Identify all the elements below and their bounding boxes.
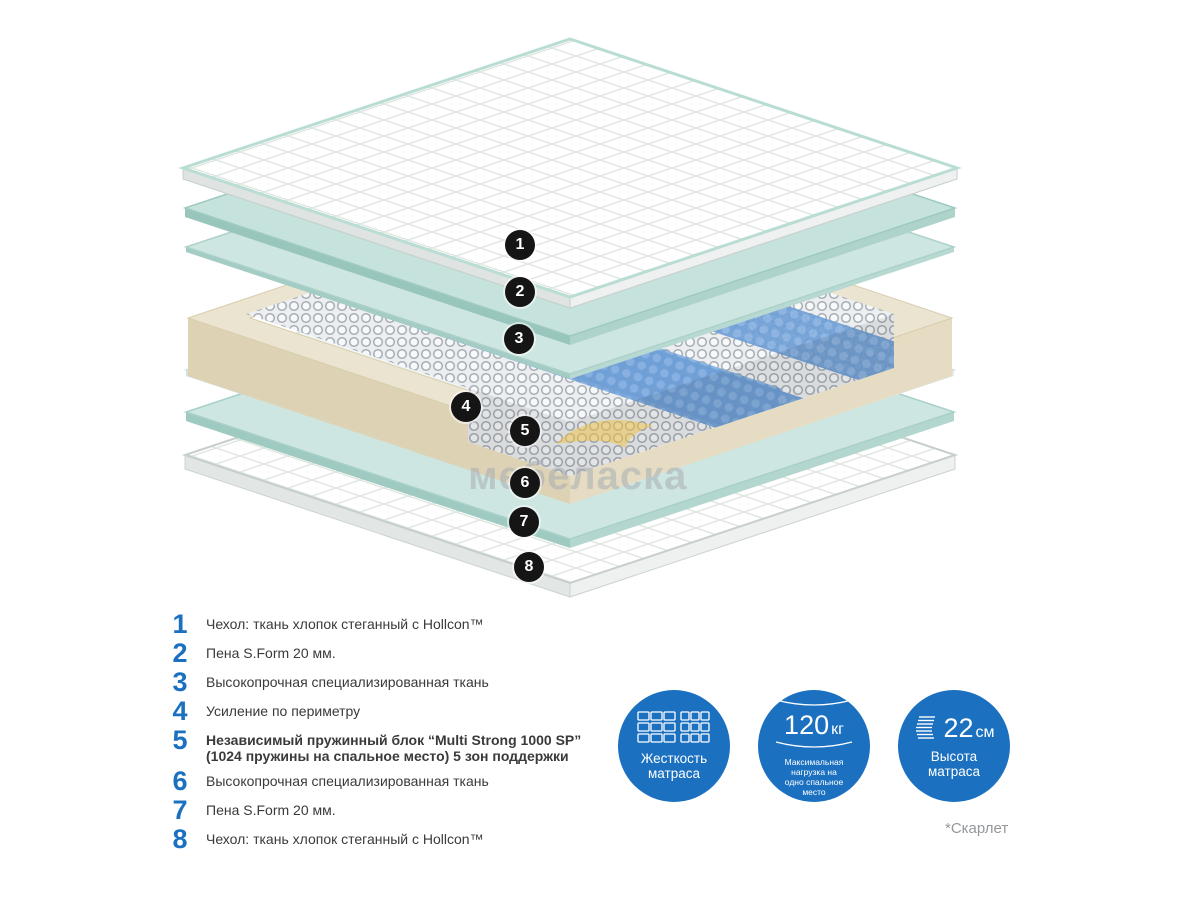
spec-badge-firmness: Жесткость матраса	[618, 690, 730, 802]
legend-text-2: Пена S.Form 20 мм.	[206, 645, 336, 661]
legend-num-6: 6	[172, 766, 188, 796]
legend-num-4: 4	[172, 696, 188, 726]
spec-badge-height: 22 см Высота матраса	[898, 690, 1010, 802]
legend-row-1: 1 Чехол: ткань хлопок стеганный с Hollco…	[162, 609, 662, 639]
legend-text-3: Высокопрочная специализированная ткань	[206, 674, 489, 690]
legend-text-4: Усиление по периметру	[206, 703, 361, 719]
legend-num-2: 2	[172, 638, 188, 668]
layer-1-marker: 1	[505, 230, 535, 260]
firmness-grid-icon	[637, 711, 710, 743]
legend-row-8: 8 Чехол: ткань хлопок стеганный с Hollco…	[162, 824, 662, 854]
layer-5-marker: 5	[510, 416, 540, 446]
layer-2-marker: 2	[505, 277, 535, 307]
max-load-value-row: 120 кг	[784, 711, 844, 739]
legend-row-3: 3 Высокопрочная специализированная ткань	[162, 667, 662, 697]
layer-7-marker: 7	[509, 507, 539, 537]
legend-num-1: 1	[172, 609, 188, 639]
spec-firmness-label: Жесткость матраса	[640, 751, 708, 781]
legend-text-8: Чехол: ткань хлопок стеганный с Hollcon™	[206, 831, 484, 847]
layer-8-marker: 8	[514, 552, 544, 582]
footnote-model-name: *Скарлет	[945, 820, 1009, 837]
legend-row-5: 5 Независимый пружинный блок “Multi Stro…	[162, 725, 662, 765]
legend-text-6: Высокопрочная специализированная ткань	[206, 773, 489, 789]
layer-3-marker: 3	[504, 324, 534, 354]
height-value: 22	[943, 712, 974, 743]
legend-num-3: 3	[172, 667, 188, 697]
layer-1-top-cover-shape	[178, 37, 962, 309]
legend-num-7: 7	[172, 795, 188, 825]
height-value-row: 22 см	[913, 712, 995, 743]
max-load-unit: кг	[831, 720, 844, 738]
layer-legend: 1 Чехол: ткань хлопок стеганный с Hollco…	[162, 609, 662, 856]
legend-text-7: Пена S.Form 20 мм.	[206, 802, 336, 818]
spec-max-load-label: Максимальная нагрузка на одно спальное м…	[784, 756, 844, 797]
max-load-value: 120	[784, 709, 830, 740]
load-curve-icon-bottom	[775, 740, 853, 748]
legend-text-1: Чехол: ткань хлопок стеганный с Hollcon™	[206, 616, 484, 632]
layer-6-marker: 6	[510, 468, 540, 498]
spec-badge-max-load: 120 кг Максимальная нагрузка на одно спа…	[758, 690, 870, 802]
height-unit: см	[975, 723, 995, 741]
layer-4-marker: 4	[451, 392, 481, 422]
legend-row-4: 4 Усиление по периметру	[162, 696, 662, 726]
legend-text-5: Независимый пружинный блок “Multi Strong…	[206, 732, 582, 764]
mattress-exploded-diagram	[178, 37, 962, 598]
legend-row-6: 6 Высокопрочная специализированная ткань	[162, 766, 662, 796]
load-curve-icon	[775, 698, 853, 706]
spec-height-label: Высота матраса	[928, 748, 980, 779]
legend-num-5: 5	[172, 725, 188, 755]
height-ruler-icon	[916, 715, 936, 739]
legend-row-2: 2 Пена S.Form 20 мм.	[162, 638, 662, 668]
legend-num-8: 8	[172, 824, 188, 854]
legend-row-7: 7 Пена S.Form 20 мм.	[162, 795, 662, 825]
